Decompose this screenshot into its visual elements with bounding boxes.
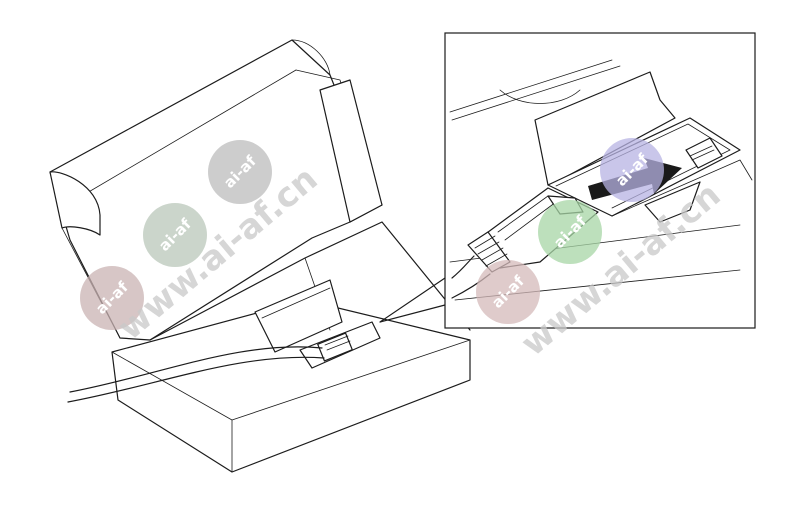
zoom-cable <box>451 255 475 279</box>
zoom-jack <box>685 137 723 169</box>
box-inner-edge <box>149 221 471 341</box>
watermark-badge <box>476 260 540 324</box>
watermark-badge <box>80 266 144 330</box>
zoom-tab <box>644 181 701 223</box>
zoom-pointer <box>379 277 446 323</box>
box-port-window <box>254 279 343 353</box>
watermark-badge <box>208 140 272 204</box>
box-cable <box>69 346 323 393</box>
watermark-badge <box>143 203 207 267</box>
box-dust-flap <box>319 79 383 223</box>
watermark-badge <box>600 138 664 202</box>
box-illustration <box>49 39 471 473</box>
watermark-badge <box>538 200 602 264</box>
box-lid-flap <box>49 171 101 236</box>
